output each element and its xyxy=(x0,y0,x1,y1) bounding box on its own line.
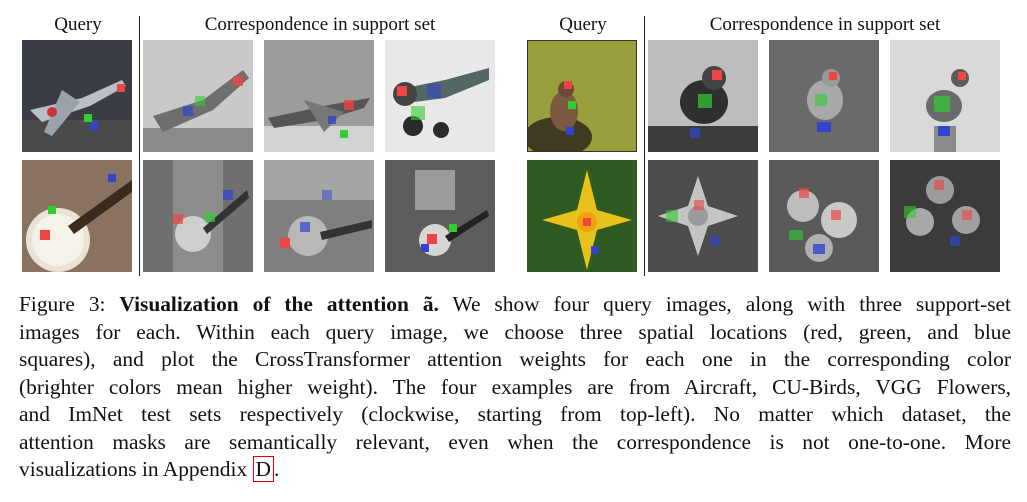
flower-query-image xyxy=(527,160,637,272)
flower-support-image-2 xyxy=(769,160,879,272)
caption-line-6: attention masks are semantically relevan… xyxy=(19,429,1011,454)
aircraft-support-image-3 xyxy=(385,40,495,152)
appendix-link[interactable]: D xyxy=(252,456,274,482)
bird-support-image-2 xyxy=(769,40,879,152)
banjo-support-image-3 xyxy=(385,160,495,272)
caption-line-4: (brighter colors mean higher weight). Th… xyxy=(19,374,1011,399)
flower-support-image-3 xyxy=(890,160,1000,272)
banjo-support-image-1 xyxy=(143,160,253,272)
left-divider xyxy=(139,16,140,276)
caption-line-2: images for each. Within each query image… xyxy=(19,319,1011,344)
right-query-header: Query xyxy=(559,14,607,35)
banjo-query-image xyxy=(22,160,132,272)
aircraft-support-image-2 xyxy=(264,40,374,152)
aircraft-query-image xyxy=(22,40,132,152)
bird-support-image-3 xyxy=(890,40,1000,152)
flower-support-image-1 xyxy=(648,160,758,272)
right-divider xyxy=(644,16,645,276)
bird-query-image xyxy=(527,40,637,152)
aircraft-support-image-1 xyxy=(143,40,253,152)
right-support-header: Correspondence in support set xyxy=(709,14,941,35)
left-query-header: Query xyxy=(54,14,102,35)
caption-end: . xyxy=(273,457,280,481)
bird-support-image-1 xyxy=(648,40,758,152)
figure-caption: Figure 3: Visualization of the attention… xyxy=(19,291,1011,484)
caption-line-3: squares), and plot the CrossTransformer … xyxy=(19,347,1011,371)
figure-title: Visualization of the attention ã. xyxy=(119,292,439,316)
caption-line-7: visualizations in Appendix xyxy=(19,457,253,481)
caption-line-5: and ImNet test sets respectively (clockw… xyxy=(19,402,1011,426)
figure-label: Figure 3: xyxy=(19,292,106,316)
banjo-support-image-2 xyxy=(264,160,374,272)
left-support-header: Correspondence in support set xyxy=(204,14,436,35)
caption-line-1: We show four query images, along with th… xyxy=(438,292,1011,316)
